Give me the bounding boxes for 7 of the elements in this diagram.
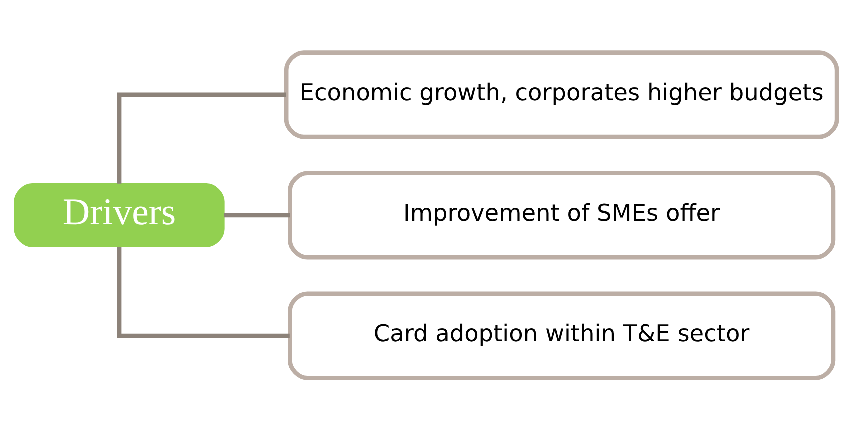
connector — [224, 213, 290, 218]
node-box: Card adoption within T&E sector — [288, 292, 836, 380]
connector — [117, 247, 290, 338]
node-box: Drivers — [14, 184, 225, 248]
node-box: Economic growth, corporates higher budgets — [284, 50, 840, 140]
node-box: Improvement of SMEs offer — [288, 171, 836, 260]
connector — [117, 92, 286, 184]
